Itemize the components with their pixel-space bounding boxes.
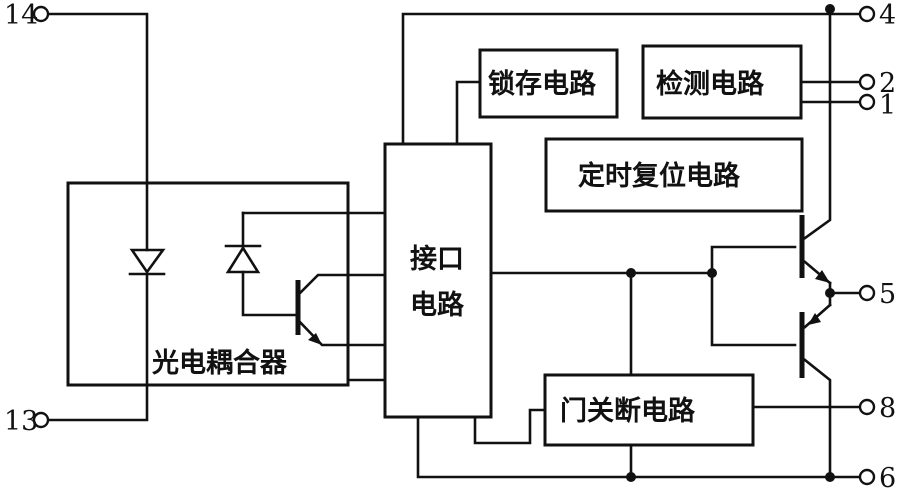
- interface-circuit-box: [383, 142, 493, 419]
- optocoupler-label: 光电耦合器: [151, 347, 288, 379]
- phototransistor-collector: [296, 273, 387, 297]
- optocoupler-box: [66, 181, 350, 387]
- junction-bottom-right: [825, 472, 835, 482]
- photodiode-symbol: [225, 245, 261, 274]
- latch-circuit-box: [478, 48, 619, 119]
- terminal-5: [858, 284, 876, 302]
- pin-label-1: 1: [879, 90, 896, 121]
- terminal-4: [858, 5, 876, 23]
- wire-top-rail: [401, 12, 862, 146]
- wire-lower-collector: [803, 358, 832, 474]
- timer-reset-circuit-box: [544, 137, 804, 213]
- upper-transistor-arrow: [815, 270, 830, 283]
- pin-label-4: 4: [879, 0, 896, 31]
- wire-pin4-collector: [803, 7, 832, 240]
- wire-interface-latch: [455, 80, 482, 146]
- phototransistor-arrow: [308, 333, 322, 345]
- wire-pin13: [46, 272, 149, 422]
- led-diode-symbol: [129, 248, 166, 275]
- pin-label-14: 14: [4, 0, 38, 31]
- interface-label-line1: 接口: [410, 244, 464, 275]
- wire-upper-gate: [710, 245, 797, 275]
- terminal-6: [858, 468, 876, 486]
- pin-label-13: 13: [4, 406, 38, 437]
- terminal-2: [858, 73, 876, 91]
- interface-label-line2: 电路: [410, 289, 465, 321]
- pin-label-8: 8: [879, 393, 896, 424]
- wire-pin5: [828, 281, 862, 307]
- terminal-1: [858, 93, 876, 111]
- wire-photodiode-to-transistor: [241, 270, 298, 317]
- wire-pin14: [46, 12, 149, 252]
- phototransistor-emitter: [296, 318, 387, 347]
- pin-label-2: 2: [879, 68, 896, 99]
- timer-reset-label: 定时复位电路: [578, 160, 741, 192]
- terminal-8: [858, 398, 876, 416]
- terminal-13: [32, 411, 50, 429]
- lower-transistor-emitter: [803, 303, 832, 329]
- wire-bottom-rail: [416, 415, 862, 479]
- detect-label: 检测电路: [656, 68, 765, 100]
- lower-transistor-arrow: [808, 313, 821, 325]
- terminal-14: [32, 5, 50, 23]
- pin-label-6: 6: [879, 463, 896, 490]
- latch-label: 锁存电路: [488, 68, 597, 100]
- gate-shutdown-label: 门关断电路: [560, 395, 696, 427]
- pin-label-5: 5: [879, 279, 896, 310]
- wire-lower-gate: [710, 271, 797, 347]
- wire-interface-shutdown: [473, 408, 547, 445]
